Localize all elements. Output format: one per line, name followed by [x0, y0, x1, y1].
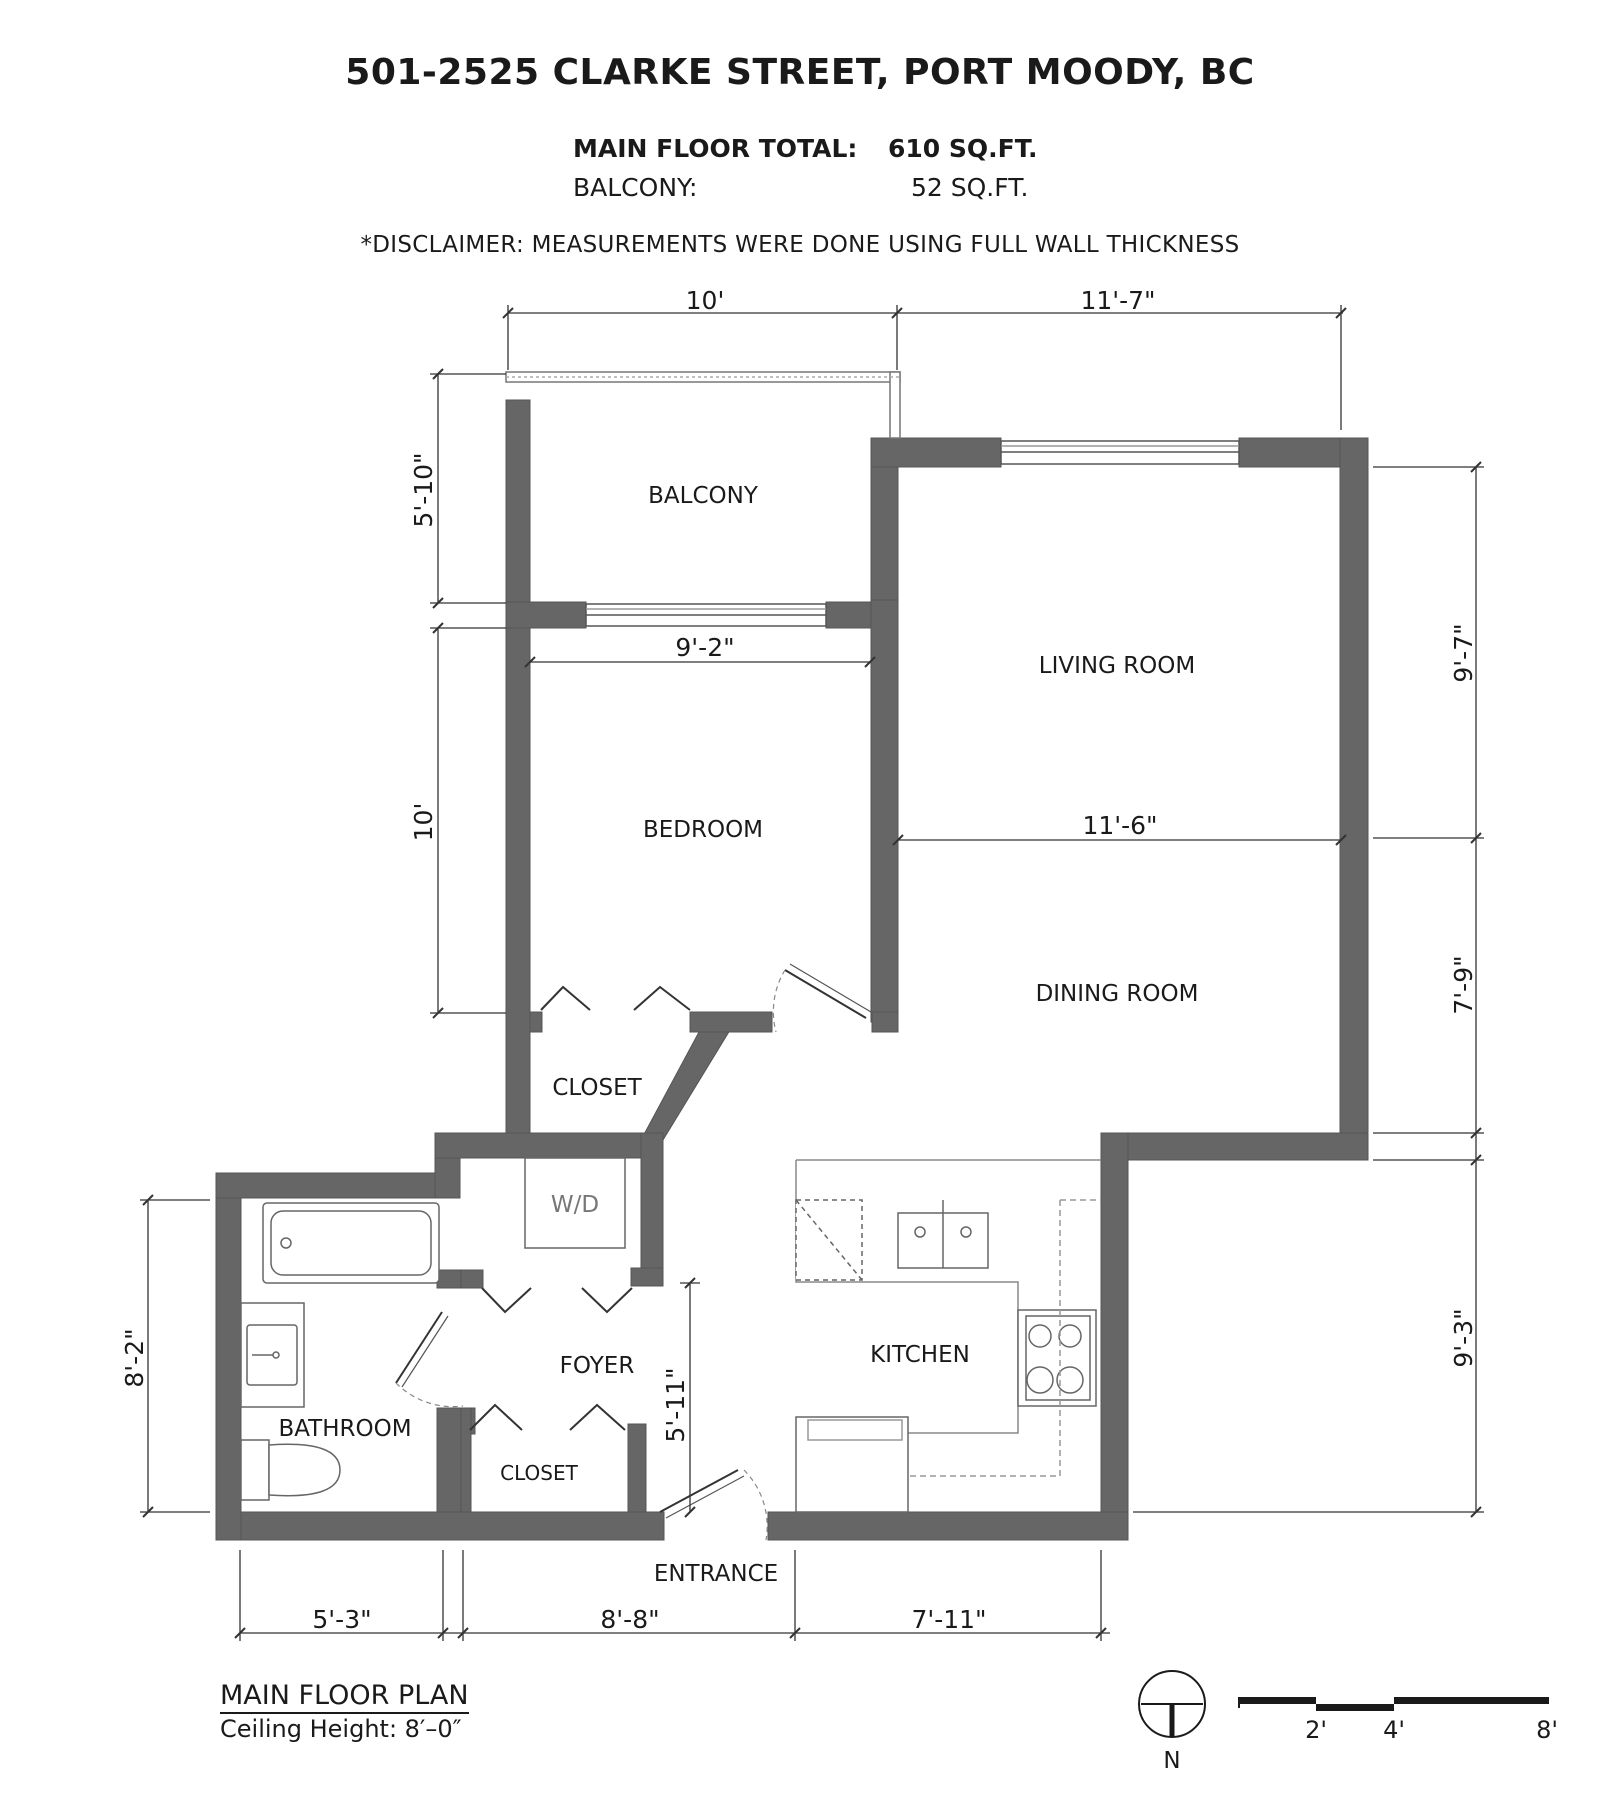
- dim-bottom-mid: 8'-8": [600, 1605, 659, 1634]
- dim-bedroom-width: 9'-2": [675, 633, 734, 662]
- dim-bottom-right: 7'-11": [911, 1605, 986, 1634]
- dimension-ticks: [142, 307, 1482, 1639]
- kitchen-east-wall: [1100, 1132, 1129, 1541]
- lower-closet-east-wall: [627, 1423, 647, 1513]
- balcony-area-label: BALCONY:: [573, 173, 698, 202]
- dim-bottom-left: 5'-3": [312, 1605, 371, 1634]
- scale-label-2: 2': [1305, 1716, 1327, 1744]
- laundry-north-wall: [434, 1132, 664, 1159]
- room-label-dining-room: DINING ROOM: [1036, 981, 1199, 1007]
- doors: [395, 963, 872, 1541]
- room-label-living-room: LIVING ROOM: [1039, 653, 1196, 679]
- room-label-foyer: FOYER: [560, 1353, 635, 1379]
- living-east-wall: [1339, 437, 1369, 1161]
- fixtures: [240, 1157, 1101, 1513]
- bottom-wall-left: [215, 1511, 665, 1541]
- lower-closet-west-wall: [460, 1407, 472, 1513]
- washer-dryer: [524, 1157, 626, 1249]
- bedroom-door-jamb: [871, 1011, 899, 1033]
- room-label-balcony: BALCONY: [648, 483, 759, 509]
- scale-bar-icon: [1238, 1697, 1549, 1711]
- bathroom-east-stub: [436, 1269, 464, 1289]
- bedroom-east-wall: [870, 599, 899, 1023]
- bathroom-west-wall: [215, 1172, 242, 1541]
- balcony-area-value: 52 SQ.FT.: [911, 173, 1029, 202]
- north-arrow-icon: [1138, 1670, 1206, 1738]
- dim-kitchen-depth: 9'-3": [1449, 1308, 1478, 1367]
- room-label-wd: W/D: [551, 1192, 599, 1218]
- foyer-east-stub: [630, 1267, 664, 1287]
- dishwasher: [795, 1199, 863, 1281]
- dim-foyer-depth: 5'-11": [661, 1367, 690, 1442]
- bathroom-east-wall: [436, 1407, 464, 1513]
- north-label: N: [1163, 1748, 1180, 1774]
- dim-living-width: 11'-6": [1082, 811, 1157, 840]
- bathtub-drain: [280, 1237, 292, 1249]
- room-label-entrance: ENTRANCE: [654, 1561, 778, 1587]
- room-label-closet-upper: CLOSET: [552, 1075, 642, 1101]
- dim-balcony-depth: 5'-10": [409, 452, 438, 527]
- dim-dining-depth: 7'-9": [1449, 955, 1478, 1014]
- dim-bedroom-depth: 10': [409, 803, 438, 842]
- dim-bathroom-depth: 8'-2": [120, 1328, 149, 1387]
- balcony-south-wall-right: [825, 601, 879, 629]
- dimension-lines: [140, 305, 1484, 1641]
- dim-top-left: 10': [686, 286, 725, 315]
- toilet-tank: [240, 1439, 270, 1501]
- balcony-south-wall-left: [505, 601, 587, 629]
- windows: [585, 440, 1240, 627]
- closet-diagonal-wall: [640, 1016, 731, 1141]
- room-label-bathroom: BATHROOM: [278, 1416, 411, 1442]
- ceiling-height: Ceiling Height: 8′–0″: [220, 1715, 462, 1743]
- dim-living-depth: 9'-7": [1449, 623, 1478, 682]
- balcony-railing: [505, 371, 901, 439]
- dim-top-right: 11'-7": [1080, 286, 1155, 315]
- living-north-wall-left: [870, 437, 1002, 468]
- stove: [1017, 1309, 1097, 1407]
- dining-south-wall: [1100, 1132, 1369, 1161]
- closet-north-stub-left: [529, 1011, 543, 1033]
- scale-label-4: 4': [1383, 1716, 1405, 1744]
- disclaimer: *DISCLAIMER: MEASUREMENTS WERE DONE USIN…: [360, 232, 1240, 258]
- room-label-closet-lower: CLOSET: [500, 1461, 578, 1485]
- walls: [215, 399, 1369, 1541]
- laundry-east-wall: [640, 1132, 664, 1279]
- bathtub-basin: [270, 1210, 432, 1276]
- foyer-west-stub: [460, 1269, 484, 1289]
- scale-label-8: 8': [1536, 1716, 1558, 1744]
- fridge: [795, 1416, 909, 1513]
- bathroom-north-wall: [215, 1172, 461, 1199]
- room-label-bedroom: BEDROOM: [643, 817, 763, 843]
- room-label-kitchen: KITCHEN: [870, 1342, 970, 1368]
- main-floor-value: 610 SQ.FT.: [888, 134, 1038, 163]
- main-floor-label: MAIN FLOOR TOTAL:: [573, 134, 858, 163]
- bedroom-west-wall: [505, 399, 531, 1136]
- closet-north-wall-right: [689, 1011, 773, 1033]
- toilet-bowl: [268, 1443, 341, 1497]
- plan-title: MAIN FLOOR PLAN: [220, 1680, 469, 1714]
- bottom-wall-right: [767, 1511, 1129, 1541]
- address-title: 501-2525 CLARKE STREET, PORT MOODY, BC: [345, 52, 1255, 93]
